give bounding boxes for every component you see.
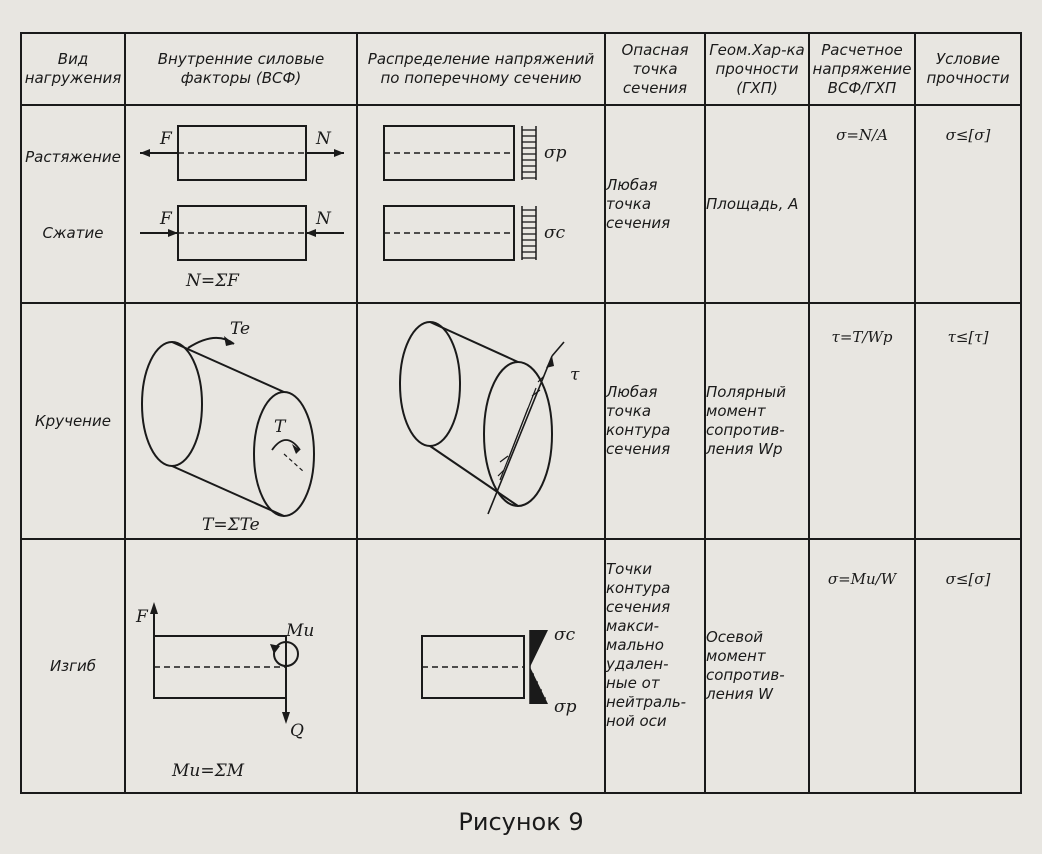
bending-danger-point: Точки контура сечения макси- мально удал… bbox=[604, 538, 706, 794]
torsion-stress-label: τ bbox=[570, 365, 580, 385]
torsion-inner-label: T bbox=[274, 417, 287, 437]
torsion-forces-diagram: Te T T=ΣTe bbox=[124, 302, 358, 540]
tension-stress-label: σр bbox=[544, 143, 567, 163]
torsion-label: Кручение bbox=[20, 302, 126, 540]
axial-row: Растяжение Сжатие F N bbox=[20, 104, 1022, 304]
torsion-geometry: Полярный момент сопротив- ления Wp bbox=[704, 302, 810, 540]
bending-force-label: F bbox=[135, 607, 149, 627]
axial-danger-point: Любая точка сечения bbox=[604, 104, 706, 304]
axial-load-types: Растяжение Сжатие bbox=[20, 104, 126, 304]
tension-force-right-label: N bbox=[315, 129, 332, 149]
header-stress-distribution: Распределение напряжений по поперечному … bbox=[356, 32, 606, 106]
torsion-danger-point: Любая точка контура сечения bbox=[604, 302, 706, 540]
header-design-stress: Расчетное напряжение ВСФ/ГХП bbox=[808, 32, 916, 106]
axial-bar-diagram: F N F N N=ΣF bbox=[140, 125, 344, 291]
bending-geometry: Осевой момент сопротив- ления W bbox=[704, 538, 810, 794]
torsion-condition: τ≤[τ] bbox=[914, 302, 1022, 540]
bending-shear-label: Q bbox=[290, 721, 304, 741]
torsion-stress-diagram: τ bbox=[356, 302, 606, 540]
bending-condition: σ≤[σ] bbox=[914, 538, 1022, 794]
bending-label: Изгиб bbox=[20, 538, 126, 794]
axial-geometry: Площадь, А bbox=[704, 104, 810, 304]
bending-stress-diagram: σс σр bbox=[356, 538, 606, 794]
header-row: Вид нагружения Внутренние силовые фактор… bbox=[20, 32, 1022, 106]
header-load-type: Вид нагружения bbox=[20, 32, 126, 106]
compression-force-right-label: N bbox=[315, 209, 332, 229]
torsion-sum-label: T=ΣTe bbox=[202, 515, 260, 535]
header-geometric-characteristic: Геом.Хар-ка прочности (ГХП) bbox=[704, 32, 810, 106]
bending-stress-top-label: σс bbox=[554, 625, 576, 645]
bending-moment-label: Mu bbox=[285, 621, 314, 641]
compression-force-left-label: F bbox=[159, 209, 173, 229]
axial-condition: σ≤[σ] bbox=[914, 104, 1022, 304]
bending-row: Изгиб F Mu Q Mu=ΣM bbox=[20, 538, 1022, 794]
tension-force-left-label: F bbox=[159, 129, 173, 149]
bending-formula: σ=Mu/W bbox=[808, 538, 916, 794]
tension-label: Растяжение bbox=[25, 148, 121, 166]
figure-caption: Рисунок 9 bbox=[458, 808, 584, 836]
stress-table: Вид нагружения Внутренние силовые фактор… bbox=[20, 32, 1022, 794]
compression-sum-label: N=ΣF bbox=[185, 271, 240, 291]
bending-stress-svg: σс σр bbox=[421, 625, 577, 717]
axial-forces-diagram: F N F N N=ΣF bbox=[124, 104, 358, 304]
header-strength-condition: Условие прочности bbox=[914, 32, 1022, 106]
axial-stress-diagram: σр σс bbox=[356, 104, 606, 304]
bending-stress-bottom-label: σр bbox=[554, 697, 577, 717]
bending-beam-diagram: F Mu Q Mu=ΣM bbox=[135, 602, 314, 781]
axial-formula: σ=N/A bbox=[808, 104, 916, 304]
compression-label: Сжатие bbox=[42, 224, 104, 242]
header-internal-forces: Внутренние силовые факторы (ВСФ) bbox=[124, 32, 358, 106]
torsion-shaft-diagram: Te T T=ΣTe bbox=[141, 319, 315, 535]
bending-sum-label: Mu=ΣM bbox=[171, 761, 245, 781]
torsion-formula: τ=T/Wp bbox=[808, 302, 916, 540]
torsion-stress-svg: τ bbox=[399, 321, 580, 515]
torsion-torque-label: Te bbox=[230, 319, 250, 339]
compression-stress-label: σс bbox=[544, 223, 566, 243]
axial-stress-svg: σр σс bbox=[383, 125, 567, 261]
torsion-row: Кручение Te T T=ΣTe bbox=[20, 302, 1022, 540]
bending-forces-diagram: F Mu Q Mu=ΣM bbox=[124, 538, 358, 794]
header-danger-point: Опасная точка сечения bbox=[604, 32, 706, 106]
